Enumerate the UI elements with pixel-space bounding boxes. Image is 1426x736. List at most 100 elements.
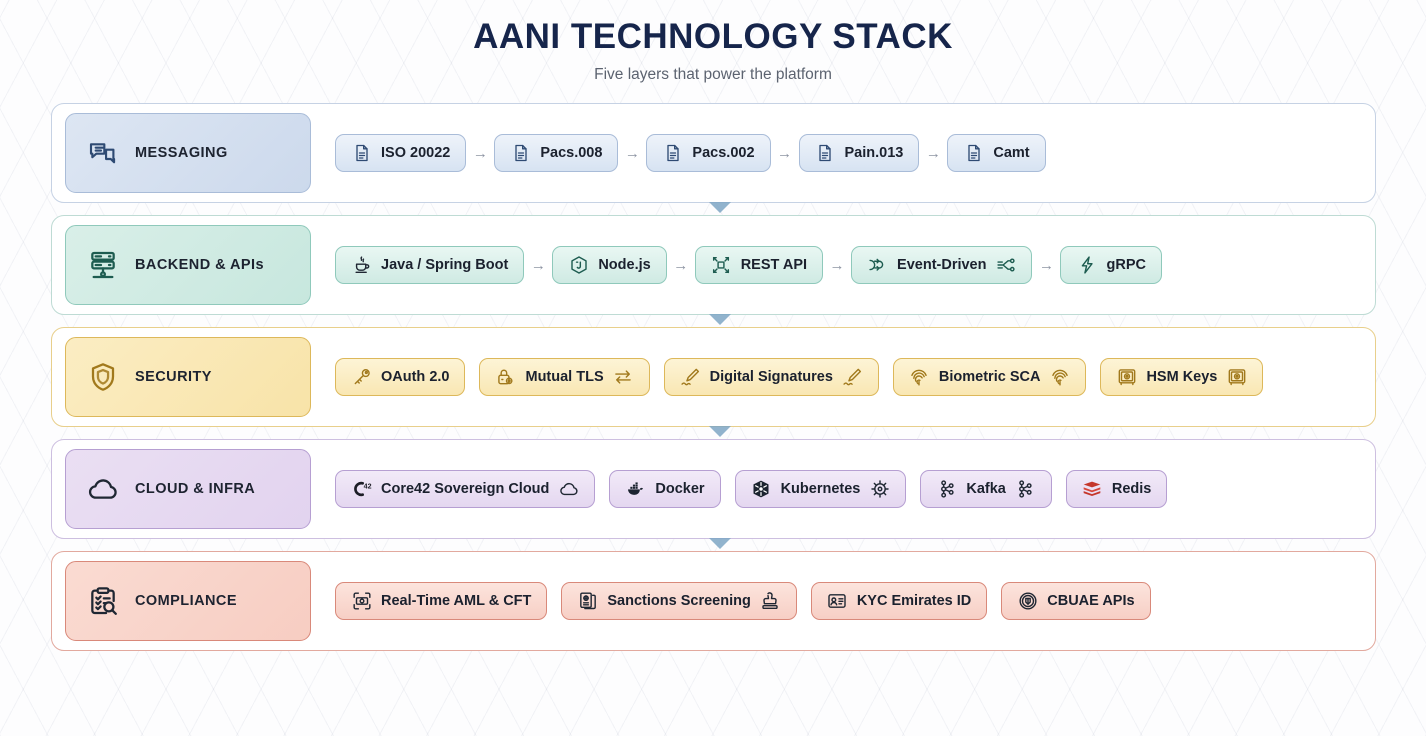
event-fork-icon — [867, 255, 888, 276]
layer-label-card-security[interactable]: SECURITY — [65, 337, 311, 417]
chip-label: Digital Signatures — [709, 369, 833, 385]
chip-label: Pacs.008 — [540, 145, 603, 161]
document-icon — [963, 143, 984, 164]
seal-emblem-icon — [1017, 591, 1038, 612]
chip-camt[interactable]: Camt — [947, 134, 1046, 172]
chip-redis[interactable]: Redis — [1065, 470, 1168, 508]
chat-bubbles-icon — [86, 136, 120, 170]
chip-label: HSM Keys — [1146, 369, 1218, 385]
technology-stack: MESSAGING ISO 20022 → Pacs.008 → Pacs.002 → Pai… — [51, 103, 1376, 651]
chip-list-security: OAuth 2.0 Mutual TLS Digital Signatures Bio… — [311, 358, 1264, 396]
chip-pacs-002[interactable]: Pacs.002 — [646, 134, 771, 172]
chip-list-compliance: Real-Time AML & CFT Sanctions Screening KY… — [311, 582, 1151, 620]
safe-vault-icon — [1226, 367, 1247, 388]
flow-arrow-icon: → — [624, 144, 640, 162]
chip-label: Java / Spring Boot — [381, 257, 509, 273]
layer-label-text: CLOUD & INFRA — [135, 481, 256, 497]
layer-row-backend[interactable]: BACKEND & APIs Java / Spring Boot → Node.js… — [51, 215, 1376, 315]
core42-logo-icon — [351, 479, 372, 500]
chip-core42-sovereign-cloud[interactable]: Core42 Sovereign Cloud — [335, 470, 596, 508]
chip-list-cloud: Core42 Sovereign Cloud Docker Kubernetes Ka… — [311, 470, 1168, 508]
kubernetes-icon — [751, 479, 772, 500]
chip-oauth-2-0[interactable]: OAuth 2.0 — [335, 358, 466, 396]
kafka-nodes-icon — [936, 479, 957, 500]
chip-event-driven[interactable]: Event-Driven — [851, 246, 1033, 284]
chip-label: Real-Time AML & CFT — [381, 593, 532, 609]
cloud-icon — [558, 479, 579, 500]
chip-label: Node.js — [598, 257, 651, 273]
clipboard-search-icon — [86, 584, 120, 618]
layer-connector-arrow-icon — [51, 202, 1376, 215]
cloud-icon — [86, 472, 120, 506]
signature-pen-icon — [842, 367, 863, 388]
kafka-nodes-icon — [1015, 479, 1036, 500]
layer-row-messaging[interactable]: MESSAGING ISO 20022 → Pacs.008 → Pacs.002 → Pai… — [51, 103, 1376, 203]
chip-biometric-sca[interactable]: Biometric SCA — [892, 358, 1087, 396]
chip-label: Mutual TLS — [525, 369, 604, 385]
layer-label-card-messaging[interactable]: MESSAGING — [65, 113, 311, 193]
layer-label-text: MESSAGING — [135, 145, 228, 161]
layer-row-security[interactable]: SECURITY OAuth 2.0 Mutual TLS Digital Signa… — [51, 327, 1376, 427]
chip-digital-signatures[interactable]: Digital Signatures — [663, 358, 879, 396]
document-icon — [662, 143, 683, 164]
chip-sanctions-screening[interactable]: Sanctions Screening — [561, 582, 797, 620]
redis-stack-icon — [1082, 479, 1103, 500]
layer-label-card-cloud[interactable]: CLOUD & INFRA — [65, 449, 311, 529]
flow-arrow-icon: → — [777, 144, 793, 162]
chip-kafka[interactable]: Kafka — [920, 470, 1052, 508]
layer-security: SECURITY OAuth 2.0 Mutual TLS Digital Signa… — [51, 327, 1376, 439]
chip-java-spring-boot[interactable]: Java / Spring Boot — [335, 246, 525, 284]
layer-row-compliance[interactable]: COMPLIANCE Real-Time AML & CFT Sanctions S… — [51, 551, 1376, 651]
layer-compliance: COMPLIANCE Real-Time AML & CFT Sanctions S… — [51, 551, 1376, 651]
id-card-icon — [827, 591, 848, 612]
layer-backend: BACKEND & APIs Java / Spring Boot → Node.js… — [51, 215, 1376, 327]
flow-arrow-icon: → — [829, 256, 845, 274]
chip-hsm-keys[interactable]: HSM Keys — [1100, 358, 1264, 396]
server-rack-icon — [86, 248, 120, 282]
layer-label-card-backend[interactable]: BACKEND & APIs — [65, 225, 311, 305]
document-icon — [351, 143, 372, 164]
key-icon — [351, 367, 372, 388]
chip-pain-013[interactable]: Pain.013 — [798, 134, 920, 172]
chip-list-messaging: ISO 20022→Pacs.008→Pacs.002→Pain.013→Cam… — [311, 134, 1046, 172]
page-subtitle: Five layers that power the platform — [594, 66, 832, 83]
safe-vault-icon — [1116, 367, 1137, 388]
chip-kubernetes[interactable]: Kubernetes — [734, 470, 907, 508]
fingerprint-icon — [909, 367, 930, 388]
java-coffee-icon — [351, 255, 372, 276]
chip-label: OAuth 2.0 — [381, 369, 450, 385]
layer-label-text: SECURITY — [135, 369, 212, 385]
lightning-bolt-icon — [1076, 255, 1097, 276]
chip-mutual-tls[interactable]: Mutual TLS — [479, 358, 650, 396]
chip-label: Pacs.002 — [692, 145, 755, 161]
layer-cloud: CLOUD & INFRA Core42 Sovereign Cloud Docke… — [51, 439, 1376, 551]
chip-node-js[interactable]: Node.js — [552, 246, 667, 284]
exchange-arrows-icon — [613, 367, 634, 388]
layer-label-card-compliance[interactable]: COMPLIANCE — [65, 561, 311, 641]
chip-rest-api[interactable]: REST API — [694, 246, 824, 284]
chip-label: Biometric SCA — [938, 369, 1041, 385]
layer-connector-arrow-icon — [51, 314, 1376, 327]
flow-arrow-icon: → — [925, 144, 941, 162]
layer-connector-arrow-icon — [51, 426, 1376, 439]
layer-row-cloud[interactable]: CLOUD & INFRA Core42 Sovereign Cloud Docke… — [51, 439, 1376, 539]
page-header: AANI TECHNOLOGY STACK Five layers that p… — [0, 0, 1426, 84]
chip-label: Pain.013 — [844, 145, 904, 161]
chip-label: Camt — [993, 145, 1030, 161]
flow-arrow-icon: → — [1038, 256, 1054, 274]
chip-iso-20022[interactable]: ISO 20022 — [335, 134, 467, 172]
chip-label: Sanctions Screening — [607, 593, 751, 609]
chip-label: Event-Driven — [897, 257, 987, 273]
chip-pacs-008[interactable]: Pacs.008 — [494, 134, 619, 172]
layer-messaging: MESSAGING ISO 20022 → Pacs.008 → Pacs.002 → Pai… — [51, 103, 1376, 215]
chip-label: KYC Emirates ID — [856, 593, 972, 609]
chip-label: Kubernetes — [780, 481, 861, 497]
chip-docker[interactable]: Docker — [609, 470, 721, 508]
chip-real-time-aml-cft[interactable]: Real-Time AML & CFT — [335, 582, 548, 620]
chip-kyc-emirates-id[interactable]: KYC Emirates ID — [810, 582, 988, 620]
chip-label: gRPC — [1106, 257, 1146, 273]
flow-arrow-icon: → — [673, 256, 689, 274]
chip-cbuae-apis[interactable]: CBUAE APIs — [1001, 582, 1151, 620]
chip-grpc[interactable]: gRPC — [1060, 246, 1162, 284]
chip-label: Core42 Sovereign Cloud — [381, 481, 550, 497]
